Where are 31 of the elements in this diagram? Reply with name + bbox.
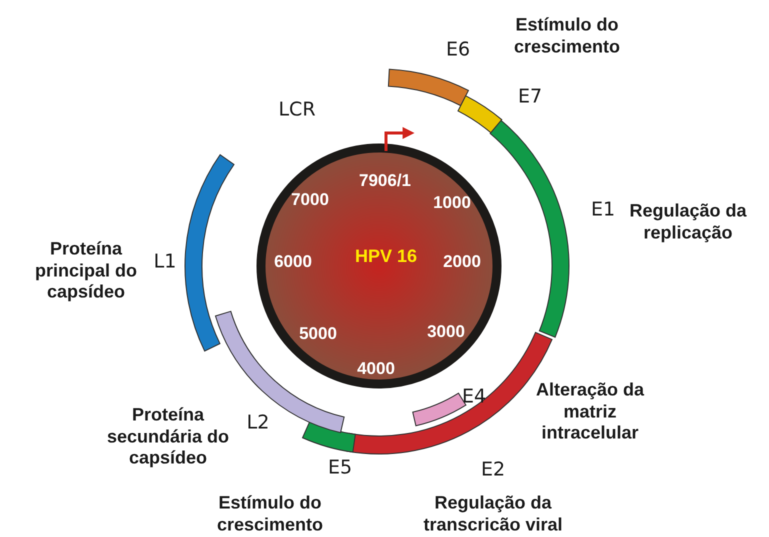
position-label: 2000 xyxy=(443,252,481,272)
gene-arc xyxy=(490,120,570,338)
region-label: LCR xyxy=(278,98,316,122)
position-label: 1000 xyxy=(433,192,471,214)
position-label: 4000 xyxy=(357,358,395,380)
gene-label: E5 xyxy=(328,456,352,480)
gene-label: E7 xyxy=(518,86,542,108)
position-label: 3000 xyxy=(427,322,465,342)
function-description: Estímulo do crescimento xyxy=(512,14,622,58)
gene-arc xyxy=(184,154,234,352)
function-description: Proteína secundária do capsídeo xyxy=(106,404,230,470)
position-label: 7000 xyxy=(291,190,329,210)
genome-name: HPV 16 xyxy=(354,246,418,268)
gene-label: L2 xyxy=(246,412,270,434)
gene-arc xyxy=(388,68,469,106)
function-description: Proteína principal do capsídeo xyxy=(34,238,138,304)
gene-arc xyxy=(458,95,502,134)
gene-label: E4 xyxy=(462,386,486,408)
gene-arc xyxy=(302,420,356,453)
function-description: Regulação da replicação xyxy=(628,200,748,244)
gene-label: E2 xyxy=(480,458,506,482)
function-description: Estímulo do crescimento xyxy=(216,492,324,536)
position-label: 6000 xyxy=(274,252,312,272)
position-label: 7906/1 xyxy=(359,170,411,192)
function-description: Regulação da transcricão viral xyxy=(422,492,564,536)
genome-circle xyxy=(256,144,502,388)
position-label: 5000 xyxy=(299,324,337,344)
gene-label: E1 xyxy=(590,198,616,222)
gene-label: L1 xyxy=(154,250,176,274)
gene-label: E6 xyxy=(446,38,470,62)
function-description: Alteração da matriz intracelular xyxy=(534,380,646,444)
